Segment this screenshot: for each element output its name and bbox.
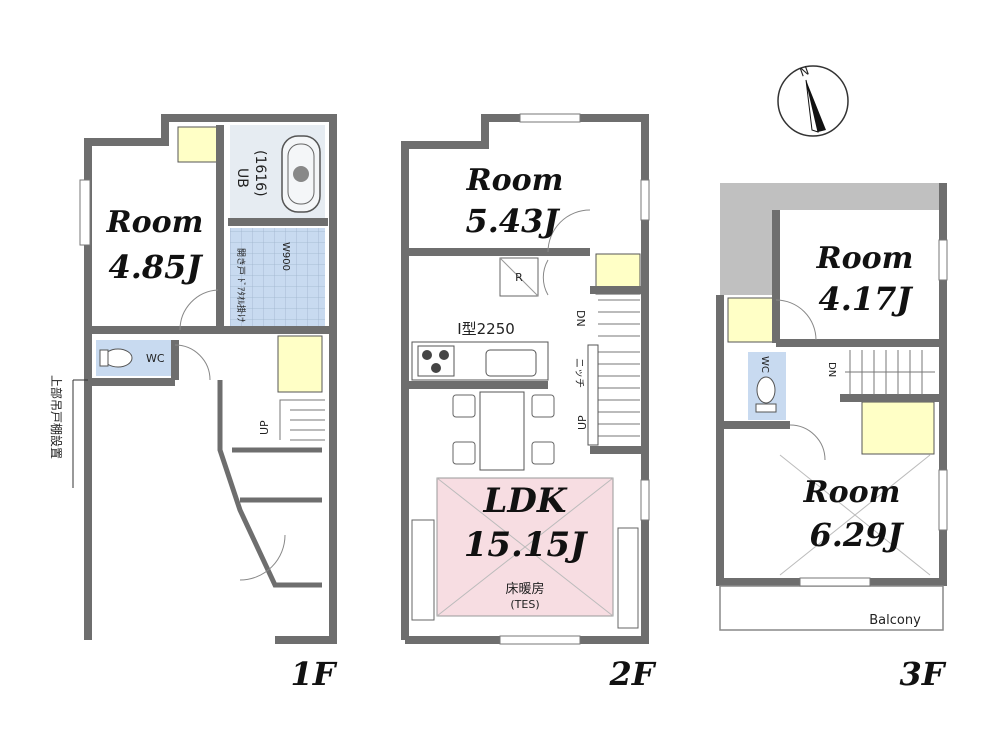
floor-1f: Room 4.85J UB (1616) 開き戸 ﾄﾞｱﾀｵﾙ掛け W900 W… bbox=[49, 114, 338, 693]
walls-2f bbox=[401, 114, 649, 644]
storage-3f-left bbox=[727, 297, 775, 343]
room-3f-a-name: Room bbox=[816, 241, 914, 276]
fridge-label: R bbox=[515, 271, 523, 284]
compass: N bbox=[777, 63, 849, 137]
ub-label: UB bbox=[234, 168, 250, 188]
washroom-area bbox=[230, 228, 325, 328]
room-1f-size: 4.85J bbox=[108, 248, 203, 286]
floor-3f: Room 4.17J WC DN Room 6.29J Balcony 3F bbox=[716, 183, 948, 693]
w900-label: W900 bbox=[280, 242, 291, 271]
tes-label: (TES) bbox=[510, 598, 539, 611]
storage-1f-mid bbox=[277, 335, 323, 393]
ub-size-label: (1616) bbox=[252, 150, 268, 197]
floor-2f-label: 2F bbox=[609, 655, 657, 693]
wc-3f-label: WC bbox=[759, 356, 770, 373]
door-note-label: 開き戸 ﾄﾞｱﾀｵﾙ掛け bbox=[235, 248, 247, 323]
room-2f-name: Room bbox=[466, 163, 564, 198]
floor-2f: Room 5.43J I型2250 R DN UP ニッチ LDK 15.15J… bbox=[401, 113, 657, 693]
dn-3f-label: DN bbox=[826, 362, 837, 377]
balcony bbox=[719, 585, 944, 631]
niche-label: ニッチ bbox=[573, 358, 585, 388]
up-2f-label: UP bbox=[576, 415, 589, 430]
room-2f-size: 5.43J bbox=[465, 202, 560, 240]
room-3f-b-size: 6.29J bbox=[809, 516, 904, 554]
kitchen-label: I型2250 bbox=[457, 320, 515, 338]
ldk-name: LDK bbox=[483, 481, 568, 521]
walls-1f bbox=[84, 114, 337, 644]
floor-1f-label: 1F bbox=[291, 655, 338, 693]
storage-3f-right bbox=[861, 401, 935, 455]
room-1f-name: Room bbox=[106, 205, 204, 240]
wc-1f-label: WC bbox=[146, 352, 165, 365]
ldk-size: 15.15J bbox=[464, 525, 588, 565]
floor-3f-label: 3F bbox=[900, 655, 947, 693]
void-area bbox=[720, 183, 943, 295]
dn-2f-label: DN bbox=[574, 310, 587, 327]
up-1f-label: UP bbox=[258, 420, 271, 435]
compass-arrow-icon bbox=[806, 80, 826, 132]
floor-heating-label: 床暖房 bbox=[505, 581, 544, 597]
room-3f-a-size: 4.17J bbox=[818, 280, 913, 318]
room-3f-b-name: Room bbox=[803, 475, 901, 510]
storage-1f-top bbox=[177, 126, 219, 163]
storage-note-label: 上部吊戸棚設置 bbox=[49, 375, 64, 459]
balcony-label: Balcony bbox=[869, 613, 921, 628]
